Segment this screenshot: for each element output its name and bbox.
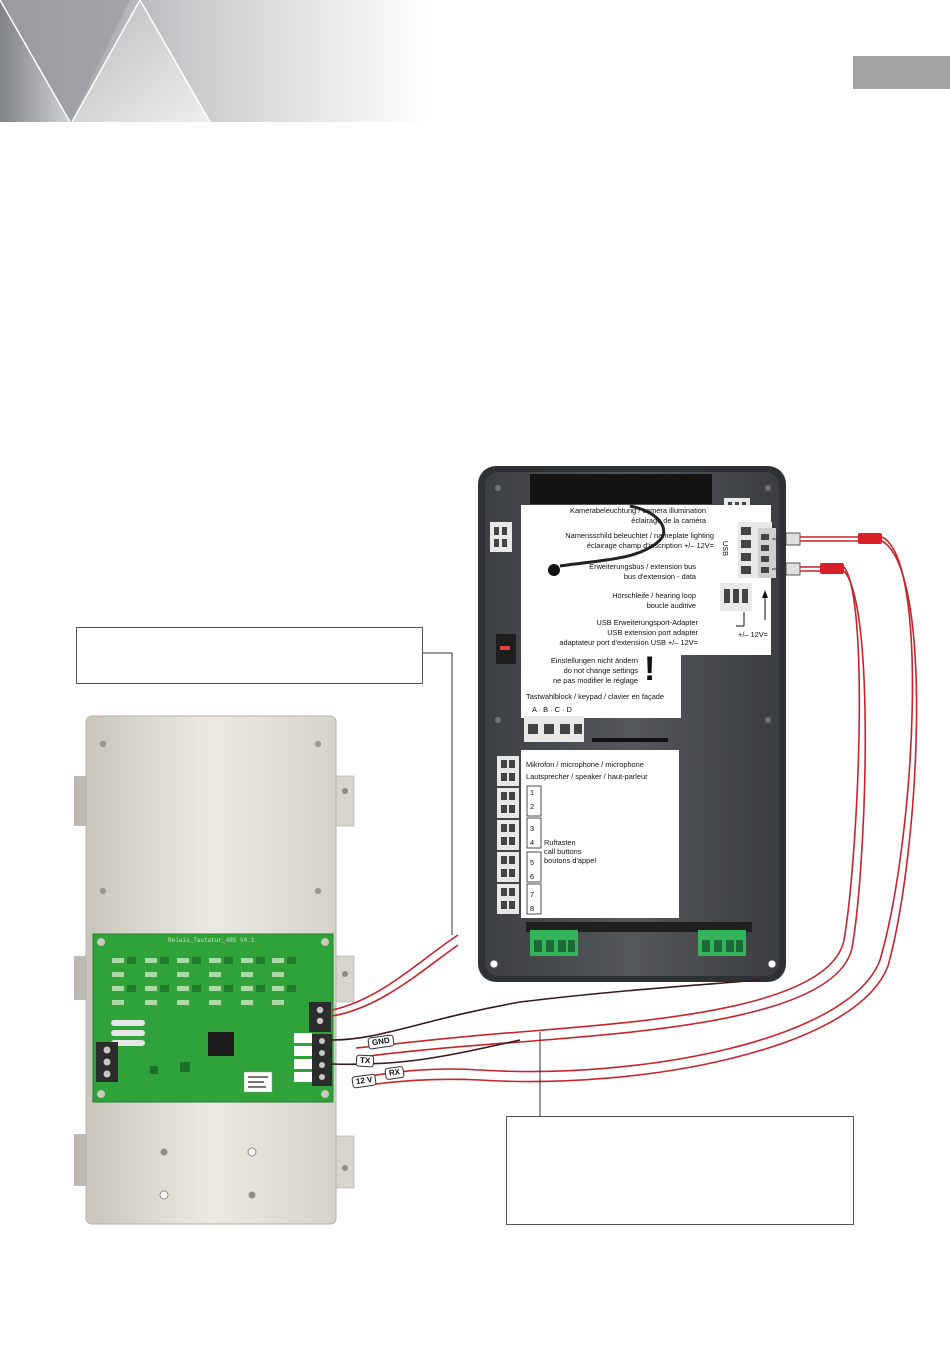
label-keypad-pins: A · B · C · D [532, 705, 572, 714]
dark-wires [331, 979, 761, 1066]
label-camera-lighting-line2: éclairage de la caméra [631, 516, 706, 525]
label-button-3: 3 [530, 824, 535, 833]
relay-pcb [92, 933, 334, 1103]
label-hearing-loop-line1: Hörschleife / hearing loop [612, 591, 696, 600]
pcb-title: Relais_Tastatur_485 V4.1 [168, 937, 255, 944]
label-button-5: 5 [530, 858, 535, 867]
callout-box-bottom-right [506, 1116, 854, 1225]
label-nameplate-line2: éclairage champ d'inscription +/– 12V= [586, 541, 714, 550]
label-settings-warning-line1: Einstellungen nicht ändern [550, 656, 638, 665]
label-hearing-loop-line2: boucle auditive [646, 601, 696, 610]
page-tab-marker [853, 56, 950, 89]
callout-leaders [423, 652, 541, 1117]
label-microphone: Mikrofon / microphone / microphone [526, 760, 644, 769]
label-settings-warning-line3: ne pas modifier le réglage [552, 676, 638, 685]
label-extension-bus-line1: Erweiterungsbus / extension bus [589, 562, 696, 571]
label-button-6: 6 [530, 872, 535, 881]
intercom-panel [478, 466, 786, 982]
header-graphic [0, 0, 430, 125]
label-nameplate-line1: Namensschild beleuchtet / nameplate ligh… [565, 531, 714, 540]
label-button-2: 2 [530, 802, 535, 811]
label-speaker: Lautsprecher / speaker / haut-parleur [526, 772, 648, 781]
label-extension-bus-line2: bus d'extension - data [623, 572, 696, 581]
label-usb-adapter-line3: adaptateur port d'extension USB +/– 12V= [559, 638, 698, 647]
warning-exclamation: ! [644, 650, 656, 688]
panel-connectors [772, 532, 882, 576]
label-call-buttons-line2: call buttons [544, 847, 582, 856]
wire-tag-tx: TX [355, 1054, 375, 1068]
red-wires [331, 536, 918, 1087]
label-button-4: 4 [530, 838, 535, 847]
label-button-7: 7 [530, 890, 535, 899]
label-usb-adapter-line2: USB extension port adapter [607, 628, 698, 637]
label-camera-lighting-line1: Kamerabeleuchtung / camera illumination [570, 506, 706, 515]
label-call-buttons-line3: boutons d'appel [544, 856, 596, 865]
label-voltage: +/– 12V= [738, 630, 768, 639]
label-keypad: Tastwahlblock / keypad / clavier en faça… [526, 692, 665, 701]
label-call-buttons-line1: Ruftasten [544, 838, 576, 847]
label-settings-warning-line2: do not change settings [563, 666, 638, 675]
label-usb: USB [721, 540, 731, 557]
label-button-1: 1 [530, 788, 535, 797]
label-button-8: 8 [530, 904, 535, 913]
label-usb-adapter-line1: USB Erweiterungsport-Adapter [596, 618, 698, 627]
callout-box-top-left [76, 627, 423, 684]
